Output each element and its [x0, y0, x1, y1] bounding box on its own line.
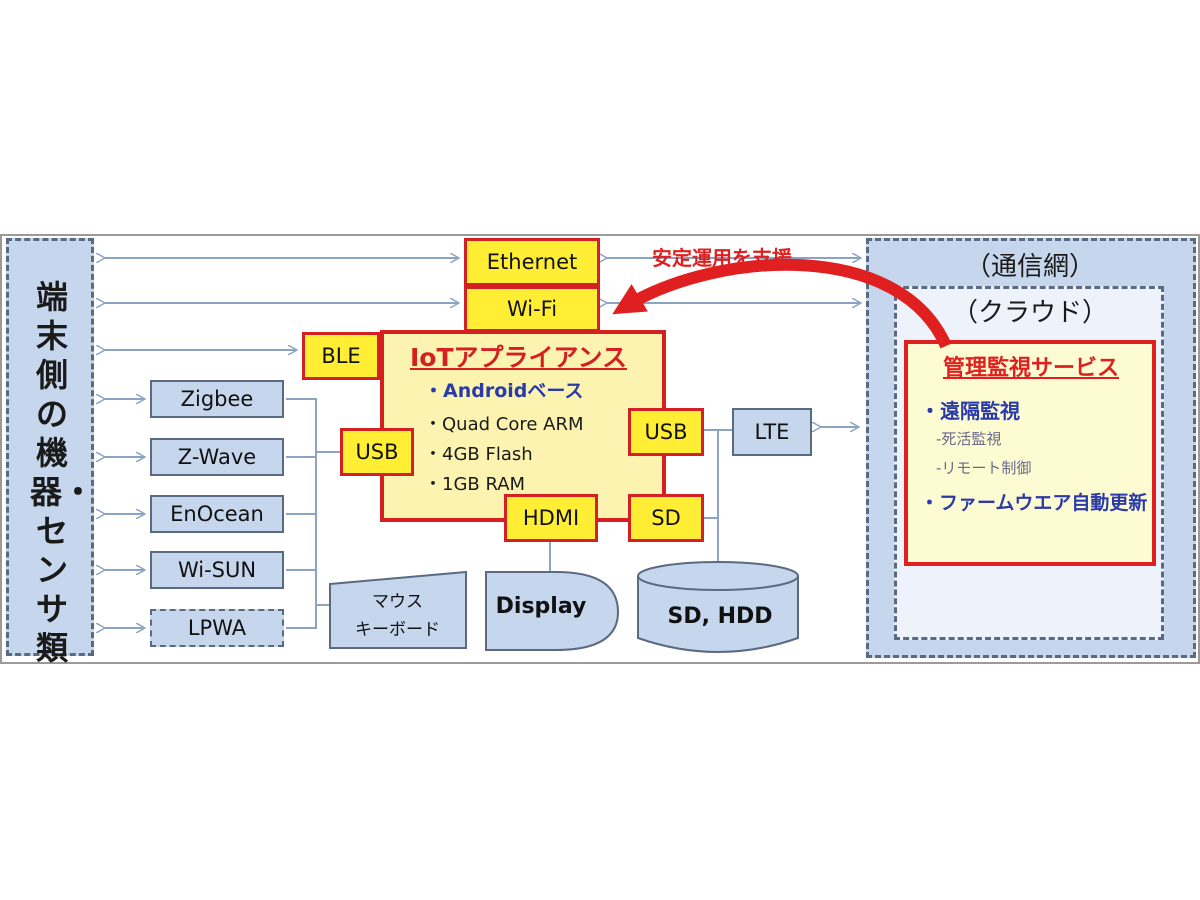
service-item-alive-monitoring: -死活監視	[936, 430, 1002, 448]
protocol-enocean: EnOcean	[150, 495, 284, 533]
wifi-box: Wi-Fi	[464, 286, 600, 332]
protocol-lpwa: LPWA	[150, 609, 284, 647]
lte-box: LTE	[732, 408, 812, 456]
usb-right-box: USB	[628, 408, 704, 456]
iot-appliance-title: IoTアプライアンス	[410, 343, 628, 372]
appliance-spec-ram: ・1GB RAM	[424, 474, 526, 495]
usb-left-box: USB	[340, 428, 414, 476]
display-label: Display	[495, 594, 587, 619]
support-label: 安定運用を支援	[652, 246, 792, 270]
mouse-keyboard-label: マウス キーボード	[330, 588, 465, 644]
network-panel-label: （通信網）	[964, 252, 1095, 282]
iot-appliance-box	[380, 330, 666, 522]
mouse-label: マウス	[372, 592, 423, 612]
appliance-base-os: ・Androidベース	[424, 380, 584, 402]
management-service-title: 管理監視サービス	[942, 356, 1119, 381]
storage-cylinder-body	[637, 576, 799, 653]
devices-panel	[6, 238, 94, 656]
service-item-remote-control: -リモート制御	[936, 459, 1032, 477]
ethernet-box: Ethernet	[464, 238, 600, 286]
appliance-spec-flash: ・4GB Flash	[424, 444, 533, 465]
ble-box: BLE	[302, 332, 380, 380]
protocol-zwave: Z-Wave	[150, 438, 284, 476]
appliance-spec-cpu: ・Quad Core ARM	[424, 414, 584, 435]
keyboard-label: キーボード	[355, 620, 440, 640]
service-item-remote-monitoring: ・遠隔監視	[920, 399, 1020, 423]
service-item-firmware-update: ・ファームウエア自動更新	[920, 492, 1148, 514]
display-shape	[485, 571, 620, 651]
management-service-box	[904, 340, 1156, 566]
sd-box: SD	[628, 494, 704, 542]
protocol-zigbee: Zigbee	[150, 380, 284, 418]
hdmi-box: HDMI	[504, 494, 598, 542]
protocol-wisun: Wi-SUN	[150, 551, 284, 589]
mouse-keyboard-shape	[329, 570, 467, 649]
storage-cylinder-top	[637, 561, 799, 591]
storage-label: SD, HDD	[667, 604, 773, 629]
support-arrow	[612, 258, 952, 349]
cloud-panel-label: （クラウド）	[951, 298, 1108, 328]
